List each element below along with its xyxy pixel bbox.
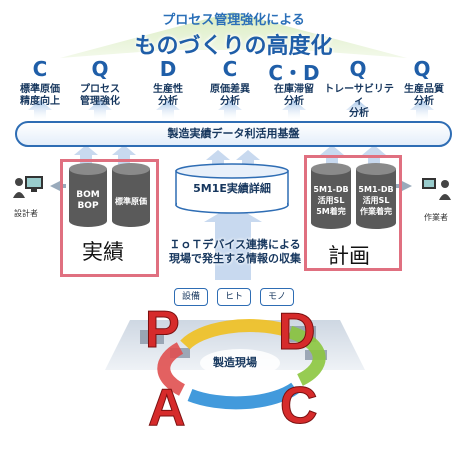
factory-floor-label: 製造現場 — [213, 356, 257, 369]
pdca-do: D — [278, 303, 317, 362]
analysis-letter: Q — [91, 57, 109, 81]
analysis-letter: C・D — [268, 61, 320, 85]
designer-icon — [13, 176, 43, 198]
analysis-letter: C — [222, 57, 238, 81]
actual-databases — [69, 163, 150, 227]
analysis-letter: D — [159, 57, 177, 81]
designer-label: 設計者 — [14, 209, 38, 218]
worker-label: 作業者 — [424, 213, 448, 222]
pdca-cycle — [105, 319, 365, 410]
plan-databases — [311, 163, 396, 229]
header-subtitle: プロセス管理強化による — [162, 13, 305, 28]
analysis-letter: C — [32, 57, 48, 81]
analysis-letter: Q — [413, 57, 431, 81]
analysis-caption: 生産品質分析 — [404, 84, 444, 107]
data-platform: 製造実績データ利活用基盤 — [15, 121, 452, 147]
device-equipment: 設備 — [174, 288, 208, 306]
analysis-caption: 標準原価精度向上 — [20, 84, 60, 107]
pdca-action: A — [148, 379, 187, 438]
analysis-letter: Q — [349, 57, 367, 81]
analysis-caption: プロセス管理強化 — [80, 84, 120, 107]
5m1e-label: 5M1E実績詳細 — [193, 182, 271, 195]
iot-caption: ＩｏＴデバイス連携による現場で発生する情報の収集 — [169, 238, 301, 265]
plan-box — [304, 155, 402, 271]
header-title: ものづくりの高度化 — [134, 34, 333, 59]
worker-icon — [422, 178, 451, 200]
actual-label: 実績 — [82, 240, 124, 264]
device-people: ヒト — [217, 288, 251, 306]
standard-cost-db: 標準原価 — [115, 197, 147, 206]
actual-box — [60, 159, 159, 277]
pdca-check: C — [280, 377, 319, 436]
device-things: モノ — [260, 288, 294, 306]
analysis-caption: 生産性分析 — [153, 84, 183, 107]
analysis-caption: 原価差異分析 — [210, 84, 250, 107]
5m1e-database — [175, 163, 289, 214]
analysis-caption: トレーサビリティ分析 — [324, 84, 394, 119]
analysis-caption: 在庫滞留分析 — [274, 84, 314, 107]
plan-label: 計画 — [328, 244, 370, 268]
analysis-arrows — [28, 100, 434, 120]
iot-arrow — [204, 205, 262, 280]
pdca-plan: P — [145, 301, 181, 360]
